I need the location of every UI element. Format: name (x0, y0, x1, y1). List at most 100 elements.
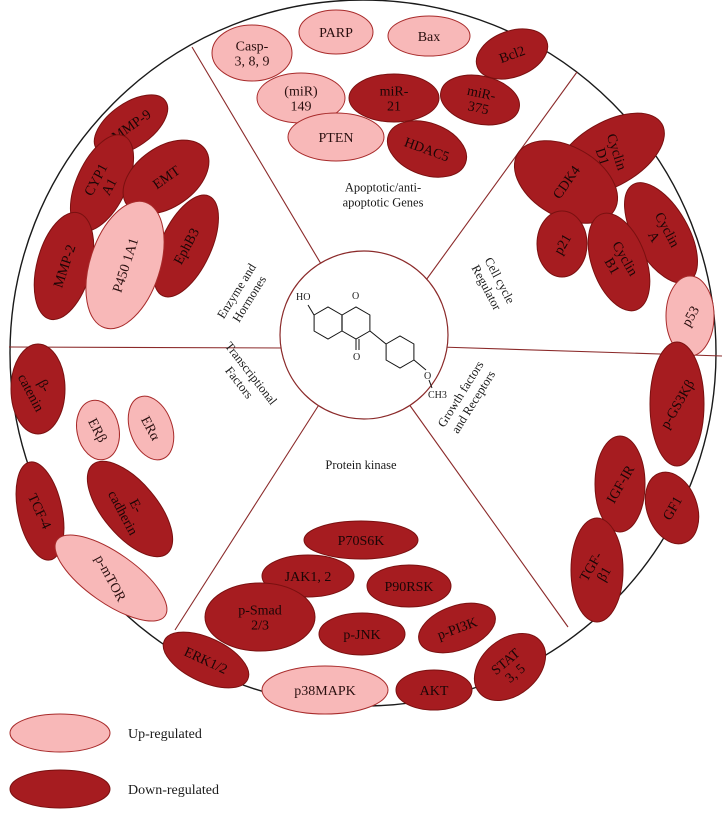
marker-e-cadherin: E-cadherin (86, 460, 174, 558)
down-regulated-ellipse (440, 74, 520, 126)
methoxy-oxygen-label: O (424, 371, 431, 382)
benzene-ring-b (385, 335, 415, 369)
inner-circle (279, 250, 449, 420)
legend-item-up: Up-regulated (9, 713, 202, 753)
down-regulated-ellipse (86, 460, 174, 558)
marker-p70s6k: P70S6K (303, 520, 419, 560)
marker-pten: PTEN (287, 112, 385, 162)
marker-eralpha: ERα (127, 395, 175, 461)
legend-label: Down-regulated (128, 783, 219, 798)
section-label-line: Apoptotic/anti- (345, 181, 421, 195)
marker-label: 3, 8, 9 (235, 55, 270, 70)
marker-label: Bax (418, 30, 441, 45)
divider-apoptotic-enzyme (191, 46, 331, 280)
down-regulated-ellipse (473, 633, 547, 701)
down-regulated-ellipse (10, 343, 66, 435)
divider-kinase-transcription (174, 399, 323, 631)
marker-beta-catenin: β-catenin (10, 343, 66, 435)
marker-label: miR- (380, 85, 409, 100)
marker-p21: p21 (536, 210, 588, 278)
marker-casp-3-8-9: Casp-3, 8, 9 (211, 24, 293, 82)
up-regulated-ellipse (287, 112, 385, 162)
legend-item-down: Down-regulated (9, 769, 219, 809)
marker-mir-149: (miR)149 (256, 72, 346, 124)
marker-mir-21: miR-21 (348, 73, 440, 123)
legend-label: Up-regulated (128, 727, 202, 742)
marker-p-jnk: p-JNK (318, 612, 406, 656)
marker-igf-ir: IGF-IR (594, 435, 646, 533)
marker-p-gs3kbeta: p-GS3Kβ (649, 341, 705, 467)
marker-tgf-beta1: TGF-β1 (570, 517, 624, 623)
marker-mir-375: miR-375 (440, 74, 520, 126)
marker-label: P70S6K (338, 534, 385, 549)
marker-label: β1 (595, 565, 615, 585)
down-regulated-ellipse (366, 564, 452, 608)
marker-label: 2/3 (251, 619, 269, 634)
hydroxyl-label: HO (296, 292, 310, 303)
divider-apoptotic-cellcycle (420, 71, 578, 288)
up-regulated-ellipse (211, 24, 293, 82)
divider-growth-kinase (405, 399, 569, 628)
up-regulated-ellipse (76, 399, 120, 461)
marker-akt: AKT (395, 669, 473, 711)
hydroxyl-bond (307, 304, 315, 316)
down-regulated-ellipse (644, 471, 700, 545)
marker-label: B1 (601, 256, 622, 278)
divider-transcription-enzyme (8, 346, 288, 349)
ring-oxygen-label: O (352, 291, 359, 302)
marker-p38mapk: p38MAPK (261, 665, 389, 715)
marker-erbeta: ERβ (76, 399, 120, 461)
section-label-kinase: Protein kinase (325, 458, 397, 472)
marker-p90rsk: P90RSK (366, 564, 452, 608)
marker-label: JAK1, 2 (285, 570, 332, 585)
marker-label: AKT (420, 684, 449, 699)
down-regulated-ellipse (318, 612, 406, 656)
marker-label: miR- (466, 84, 498, 105)
marker-parp: PARP (298, 9, 374, 55)
marker-label: PARP (319, 26, 353, 41)
down-regulated-ellipse (386, 120, 468, 178)
marker-p450-1a1: P450 1A1 (85, 200, 165, 330)
down-regulated-ellipse (570, 517, 624, 623)
marker-label: Casp- (236, 40, 269, 55)
down-regulated-ellipse (303, 520, 419, 560)
marker-label: 375 (466, 99, 490, 118)
marker-label: p-Smad (238, 604, 282, 619)
down-regulated-ellipse (204, 582, 316, 652)
down-regulated-ellipse (513, 140, 619, 224)
marker-label: (miR) (284, 85, 318, 100)
down-regulated-ellipse (395, 669, 473, 711)
marker-label: PTEN (319, 131, 354, 146)
marker-cdk4: CDK4 (513, 140, 619, 224)
legend-swatch (9, 769, 111, 809)
marker-gf1: GF1 (644, 471, 700, 545)
down-regulated-ellipse (594, 435, 646, 533)
ring-link-bond (369, 330, 387, 345)
up-regulated-ellipse (85, 200, 165, 330)
down-regulated-ellipse (15, 461, 65, 561)
marker-label: p38MAPK (294, 684, 355, 699)
marker-label: 21 (387, 100, 401, 115)
methyl-bond (428, 379, 433, 389)
marker-tcf-4: TCF-4 (15, 461, 65, 561)
methoxy-bond (413, 359, 427, 371)
methyl-label: CH3 (428, 390, 447, 401)
down-regulated-ellipse (536, 210, 588, 278)
legend-swatch (9, 713, 111, 753)
down-regulated-ellipse (475, 28, 549, 80)
down-regulated-ellipse (587, 212, 651, 312)
section-label-line: apoptotic Genes (343, 196, 424, 210)
up-regulated-ellipse (298, 9, 374, 55)
section-label-line: Protein kinase (325, 458, 397, 472)
marker-label: A1 (99, 176, 120, 198)
down-regulated-ellipse (162, 631, 250, 689)
marker-erk1-2: ERK1/2 (162, 631, 250, 689)
